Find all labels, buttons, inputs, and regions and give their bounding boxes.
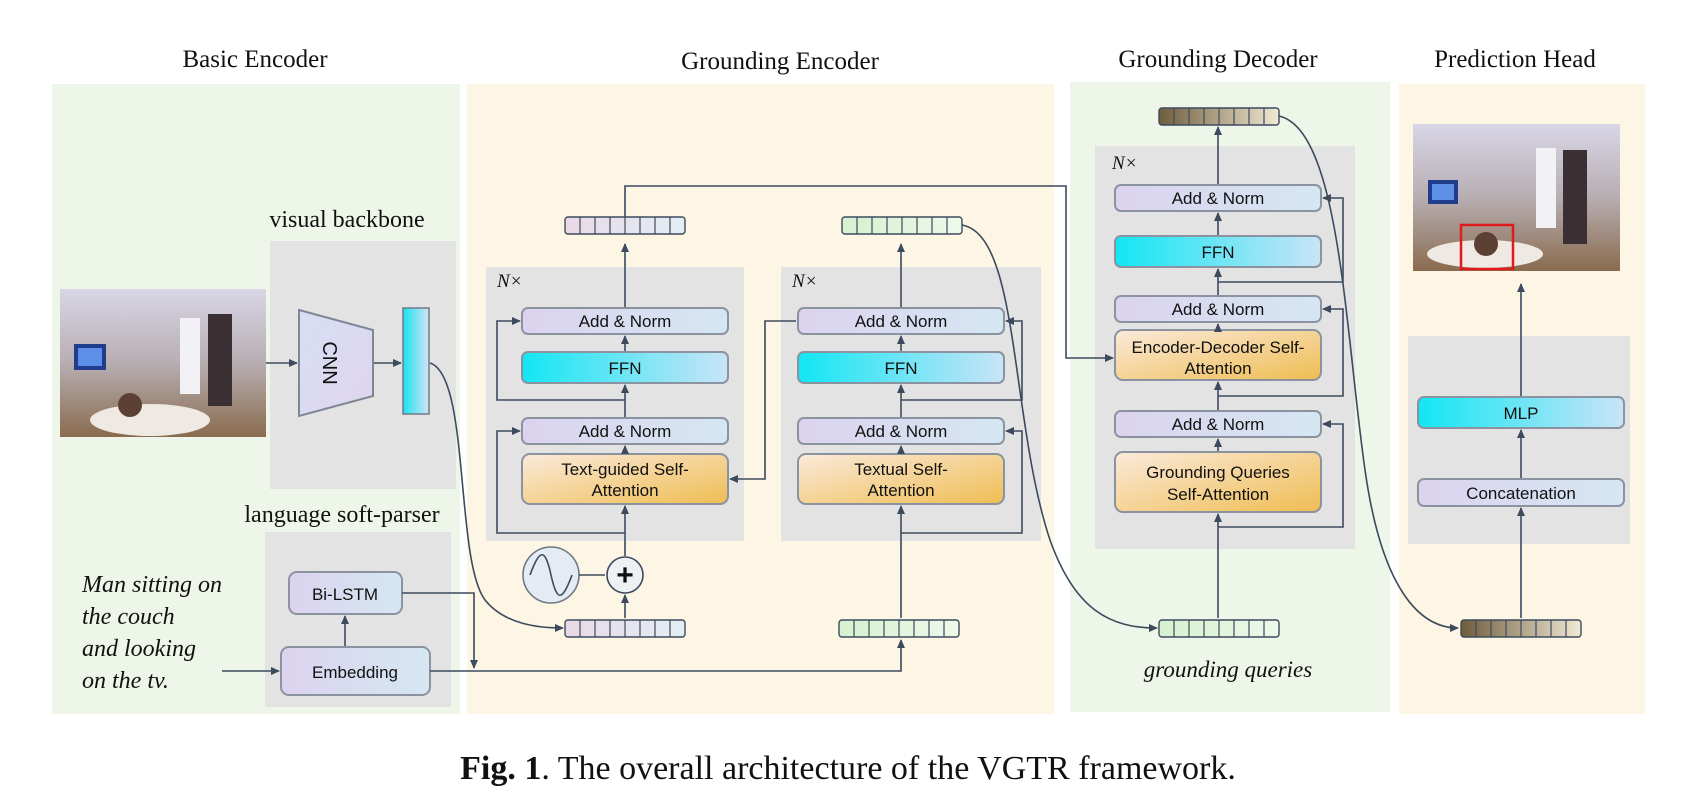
textual-input-tokens bbox=[838, 619, 960, 638]
plus-sign: + bbox=[616, 559, 634, 592]
add-norm-label: Add & Norm bbox=[1172, 415, 1265, 434]
add-norm-block bbox=[797, 307, 1005, 335]
concatenation-block bbox=[1417, 478, 1625, 507]
add-norm-block bbox=[521, 307, 729, 335]
figure-caption-text: . The overall architecture of the VGTR f… bbox=[541, 750, 1236, 787]
add-norm-label: Add & Norm bbox=[579, 422, 672, 441]
output-image bbox=[1413, 124, 1620, 271]
query-line-1: Man sitting on bbox=[81, 572, 222, 598]
bilstm-label: Bi-LSTM bbox=[312, 585, 378, 604]
query-line-2: the couch bbox=[82, 604, 175, 630]
visual-input-tokens bbox=[564, 619, 686, 638]
encoder-decoder-attention-label-2: Attention bbox=[1184, 359, 1251, 378]
ffn-block bbox=[1114, 235, 1322, 268]
prediction-head-inner-panel bbox=[1408, 336, 1630, 544]
mlp-label: MLP bbox=[1504, 404, 1539, 423]
add-norm-label: Add & Norm bbox=[579, 312, 672, 331]
ffn-block bbox=[521, 351, 729, 384]
figure-caption: Fig. 1. The overall architecture of the … bbox=[460, 750, 1236, 787]
grounding-queries-attention-label-1: Grounding Queries bbox=[1146, 463, 1290, 482]
add-norm-block bbox=[797, 417, 1005, 445]
figure-caption-prefix: Fig. 1 bbox=[460, 750, 541, 787]
visual-backbone-label: visual backbone bbox=[269, 207, 424, 233]
textual-attention-label-1: Textual Self- bbox=[854, 460, 948, 479]
grounding-decoder-title: Grounding Decoder bbox=[1118, 46, 1318, 73]
add-norm-label: Add & Norm bbox=[1172, 300, 1265, 319]
connections bbox=[222, 115, 1525, 675]
cnn-label: CNN bbox=[318, 341, 340, 384]
language-parser-label: language soft-parser bbox=[244, 502, 439, 528]
concatenation-label: Concatenation bbox=[1466, 484, 1576, 503]
add-norm-block bbox=[1114, 410, 1322, 438]
textual-encoder-nx: N× bbox=[791, 271, 818, 292]
decoder-nx: N× bbox=[1111, 153, 1138, 174]
input-image bbox=[60, 289, 266, 437]
predicted-bbox bbox=[1459, 223, 1515, 271]
add-norm-block bbox=[1114, 295, 1322, 323]
grounding-queries-attention-block bbox=[1114, 451, 1322, 513]
add-norm-label: Add & Norm bbox=[1172, 189, 1265, 208]
head-input-tokens bbox=[1460, 619, 1582, 638]
mlp-block bbox=[1417, 396, 1625, 429]
visual-encoder-nx: N× bbox=[496, 271, 523, 292]
ffn-label: FFN bbox=[608, 359, 641, 378]
basic-encoder-title: Basic Encoder bbox=[182, 46, 328, 73]
text-guided-attention-block bbox=[521, 453, 729, 505]
visual-output-tokens bbox=[564, 216, 686, 235]
cnn-block bbox=[298, 308, 374, 418]
query-line-3: and looking bbox=[82, 636, 196, 662]
decoder-output-tokens bbox=[1158, 107, 1280, 126]
textual-output-tokens bbox=[841, 216, 963, 235]
grounding-query-tokens bbox=[1158, 619, 1280, 638]
ffn-label: FFN bbox=[884, 359, 917, 378]
prediction-head-title: Prediction Head bbox=[1434, 46, 1596, 73]
ffn-block bbox=[797, 351, 1005, 384]
grounding-encoder-title: Grounding Encoder bbox=[681, 48, 880, 75]
plus-node bbox=[606, 556, 644, 594]
textual-attention-block bbox=[797, 453, 1005, 505]
textual-attention-label-2: Attention bbox=[867, 481, 934, 500]
query-line-4: on the tv. bbox=[82, 668, 169, 694]
grounding-queries-attention-label-2: Self-Attention bbox=[1167, 485, 1269, 504]
ffn-label: FFN bbox=[1201, 243, 1234, 262]
sine-wave-icon bbox=[529, 553, 573, 597]
text-guided-attention-label-1: Text-guided Self- bbox=[561, 460, 689, 479]
visual-feature-bar bbox=[402, 307, 430, 415]
encoder-decoder-attention-label-1: Encoder-Decoder Self- bbox=[1132, 338, 1305, 357]
grounding-queries-label: grounding queries bbox=[1144, 657, 1312, 682]
add-norm-label: Add & Norm bbox=[855, 422, 948, 441]
embedding-label: Embedding bbox=[312, 663, 398, 682]
add-norm-block bbox=[521, 417, 729, 445]
text-guided-attention-label-2: Attention bbox=[591, 481, 658, 500]
add-norm-block bbox=[1114, 184, 1322, 212]
add-norm-label: Add & Norm bbox=[855, 312, 948, 331]
